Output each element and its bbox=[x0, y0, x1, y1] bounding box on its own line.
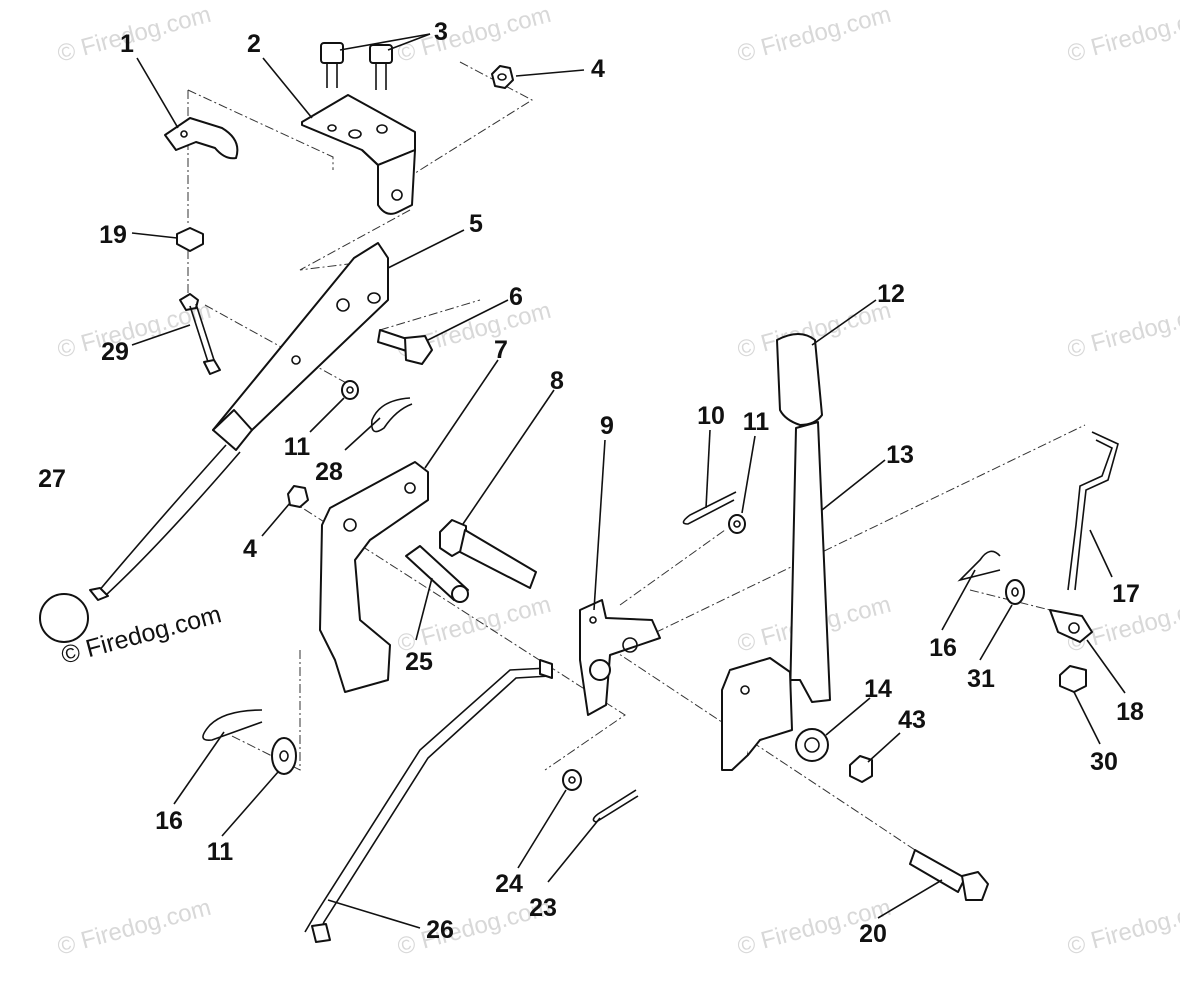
part-19-nut bbox=[176, 227, 204, 252]
part-27-knob bbox=[39, 593, 89, 643]
watermark: © Firedog.com bbox=[55, 1, 214, 68]
callout-2: 2 bbox=[247, 30, 261, 58]
callout-27: 27 bbox=[38, 465, 66, 493]
callout-9: 9 bbox=[600, 412, 614, 440]
callout-8: 8 bbox=[550, 367, 564, 395]
callout-29: 29 bbox=[101, 338, 129, 366]
watermark: © Firedog.com bbox=[1065, 297, 1180, 364]
callout-16: 16 bbox=[155, 807, 183, 835]
part-5-lever-arm bbox=[89, 242, 389, 601]
part-23-cotter bbox=[592, 789, 639, 823]
callout-13: 13 bbox=[886, 441, 914, 469]
part-17-rod bbox=[1067, 431, 1119, 591]
callout-19: 19 bbox=[99, 221, 127, 249]
part-2-bracket bbox=[301, 94, 416, 215]
callout-12: 12 bbox=[877, 280, 905, 308]
callout-24: 24 bbox=[495, 870, 523, 898]
part-3-bolts bbox=[320, 42, 393, 90]
callout-31: 31 bbox=[967, 665, 995, 693]
callout-23: 23 bbox=[529, 894, 557, 922]
callout-25: 25 bbox=[405, 648, 433, 676]
callout-20: 20 bbox=[859, 920, 887, 948]
part-24-washer bbox=[562, 769, 582, 791]
callout-7: 7 bbox=[494, 336, 508, 364]
callout-11: 11 bbox=[207, 838, 234, 866]
part-43-nut bbox=[849, 755, 873, 783]
part-9-plate bbox=[579, 599, 661, 716]
callout-30: 30 bbox=[1090, 748, 1118, 776]
assembly-lines bbox=[187, 61, 1086, 861]
watermark: © Firedog.com bbox=[1065, 894, 1180, 961]
callout-4: 4 bbox=[243, 535, 257, 563]
callout-4: 4 bbox=[591, 55, 605, 83]
part-13-shift-lever bbox=[721, 421, 831, 771]
callout-14: 14 bbox=[864, 675, 892, 703]
part-28-hairpin bbox=[370, 397, 413, 433]
callout-3: 3 bbox=[434, 18, 448, 46]
part-29-link bbox=[179, 293, 221, 375]
watermark: © Firedog.com bbox=[395, 1, 554, 68]
callout-17: 17 bbox=[1112, 580, 1140, 608]
part-26-rod bbox=[304, 659, 553, 943]
watermark: © Firedog.com bbox=[735, 1, 894, 68]
part-31-washer bbox=[1005, 579, 1025, 605]
callout-5: 5 bbox=[469, 210, 483, 238]
callout-11: 11 bbox=[284, 433, 311, 461]
part-16-hairpin bbox=[202, 550, 1001, 742]
callouts: 1 2 3 4 19 5 6 29 7 8 12 10 11 9 13 11 2… bbox=[38, 18, 1144, 948]
part-20-bolt bbox=[909, 849, 989, 901]
callout-28: 28 bbox=[315, 458, 343, 486]
callout-6: 6 bbox=[509, 283, 523, 311]
part-12-grip bbox=[776, 333, 823, 426]
callout-43: 43 bbox=[898, 706, 926, 734]
leader-lines bbox=[131, 33, 1126, 929]
part-10-cotter bbox=[682, 491, 737, 525]
part-30-nut bbox=[1059, 665, 1087, 693]
part-14-bushing bbox=[795, 728, 829, 762]
part-1-clip bbox=[164, 117, 239, 160]
part-4-nut bbox=[287, 65, 514, 508]
callout-18: 18 bbox=[1116, 698, 1144, 726]
watermark: © Firedog.com bbox=[1065, 1, 1180, 68]
callout-10: 10 bbox=[697, 402, 725, 430]
part-7-bracket bbox=[319, 461, 429, 693]
callout-11: 11 bbox=[743, 408, 770, 436]
callout-16: 16 bbox=[929, 634, 957, 662]
part-18-swivel bbox=[1049, 609, 1093, 643]
callout-1: 1 bbox=[120, 30, 134, 58]
part-11-washer bbox=[271, 380, 746, 775]
callout-26: 26 bbox=[426, 916, 454, 944]
part-25-spacer bbox=[405, 545, 469, 603]
part-8-bolt bbox=[439, 519, 537, 589]
watermark: © Firedog.com bbox=[55, 894, 214, 961]
part-6-bolt bbox=[377, 329, 433, 365]
